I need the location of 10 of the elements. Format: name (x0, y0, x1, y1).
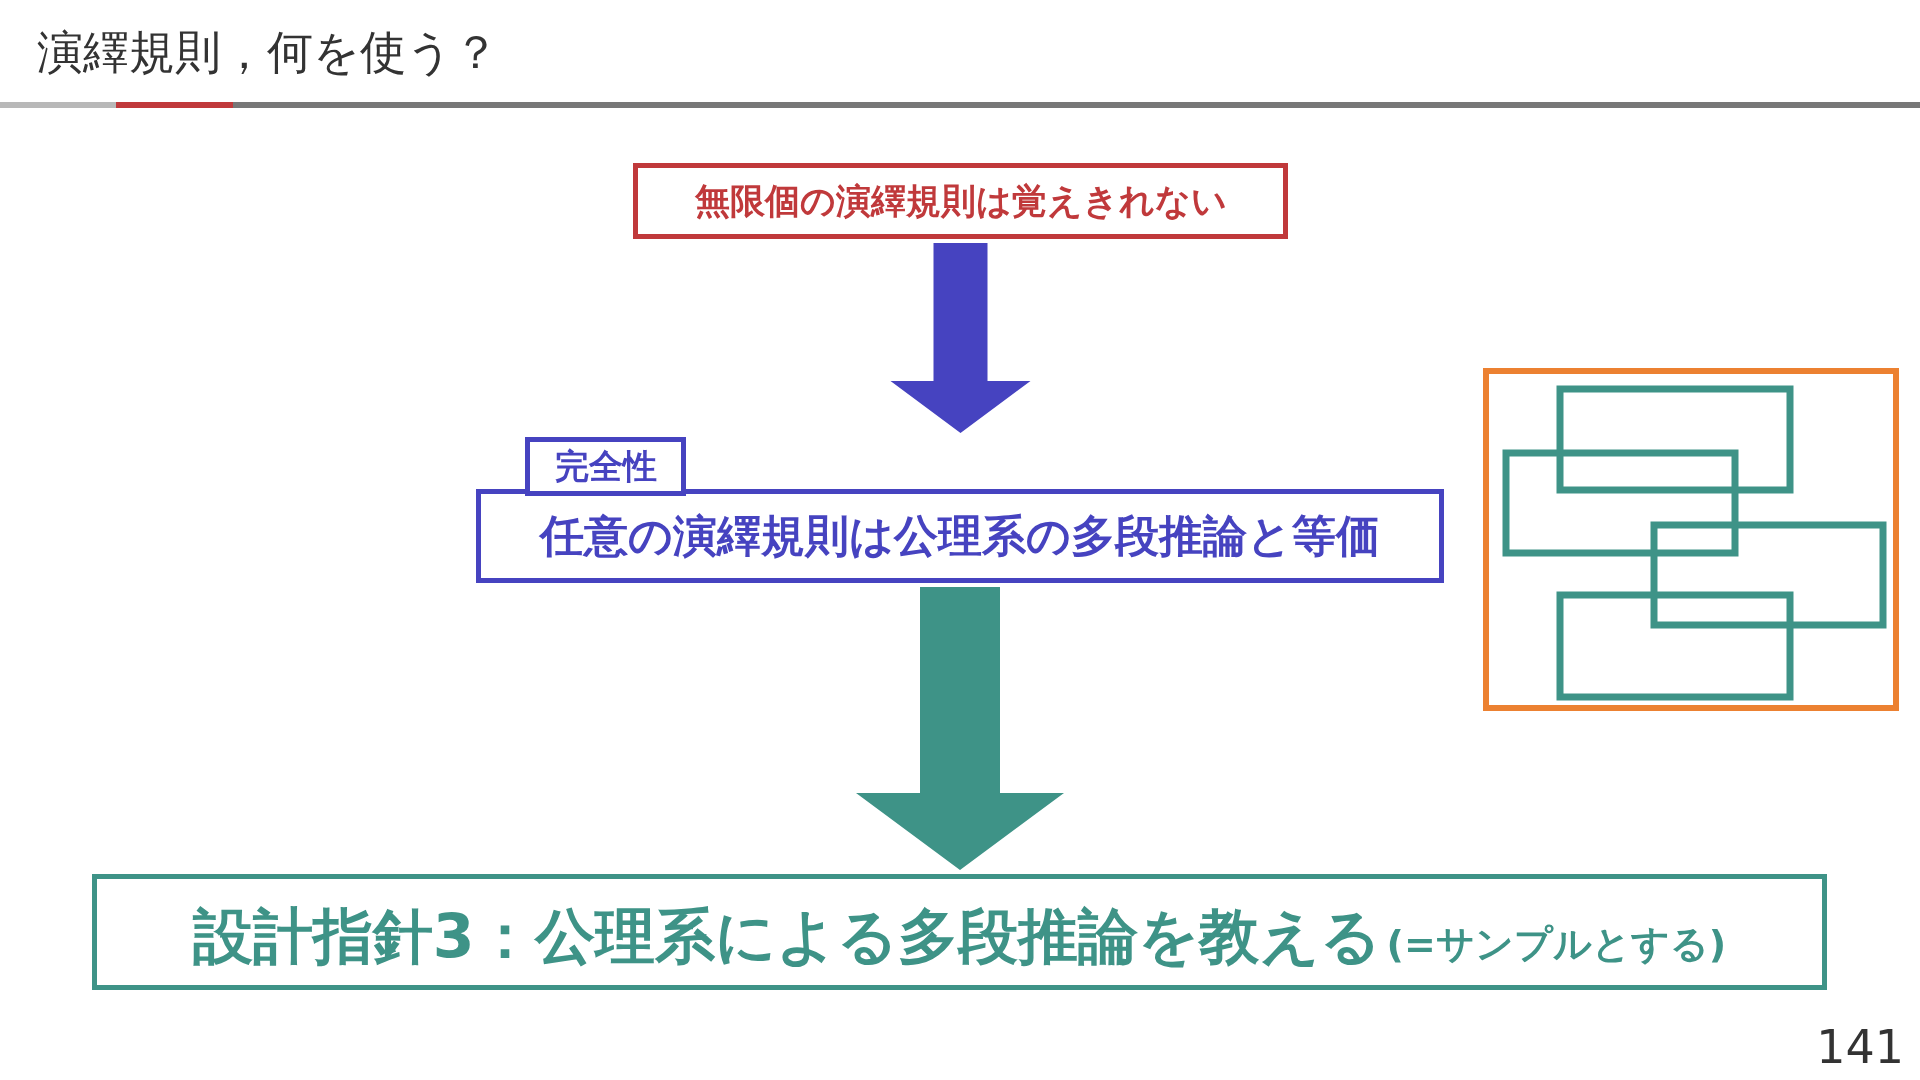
slide-title: 演繹規則，何を使う？ (37, 24, 499, 81)
page-number: 141 (1816, 1020, 1904, 1074)
heading-tab: 完全性 (525, 437, 686, 496)
guideline-box (92, 874, 1827, 990)
statement-box: 任意の演繹規則は公理系の多段推論と等価 (476, 489, 1444, 583)
guideline-text: 設計指針3：公理系による多段推論を教える (192, 900, 1381, 973)
block-arrow (890, 243, 1031, 433)
warning-box: 無限個の演繹規則は覚えきれない (633, 163, 1288, 239)
note-text: (=サンプルとする) (1386, 921, 1727, 968)
block-arrow (856, 587, 1064, 870)
